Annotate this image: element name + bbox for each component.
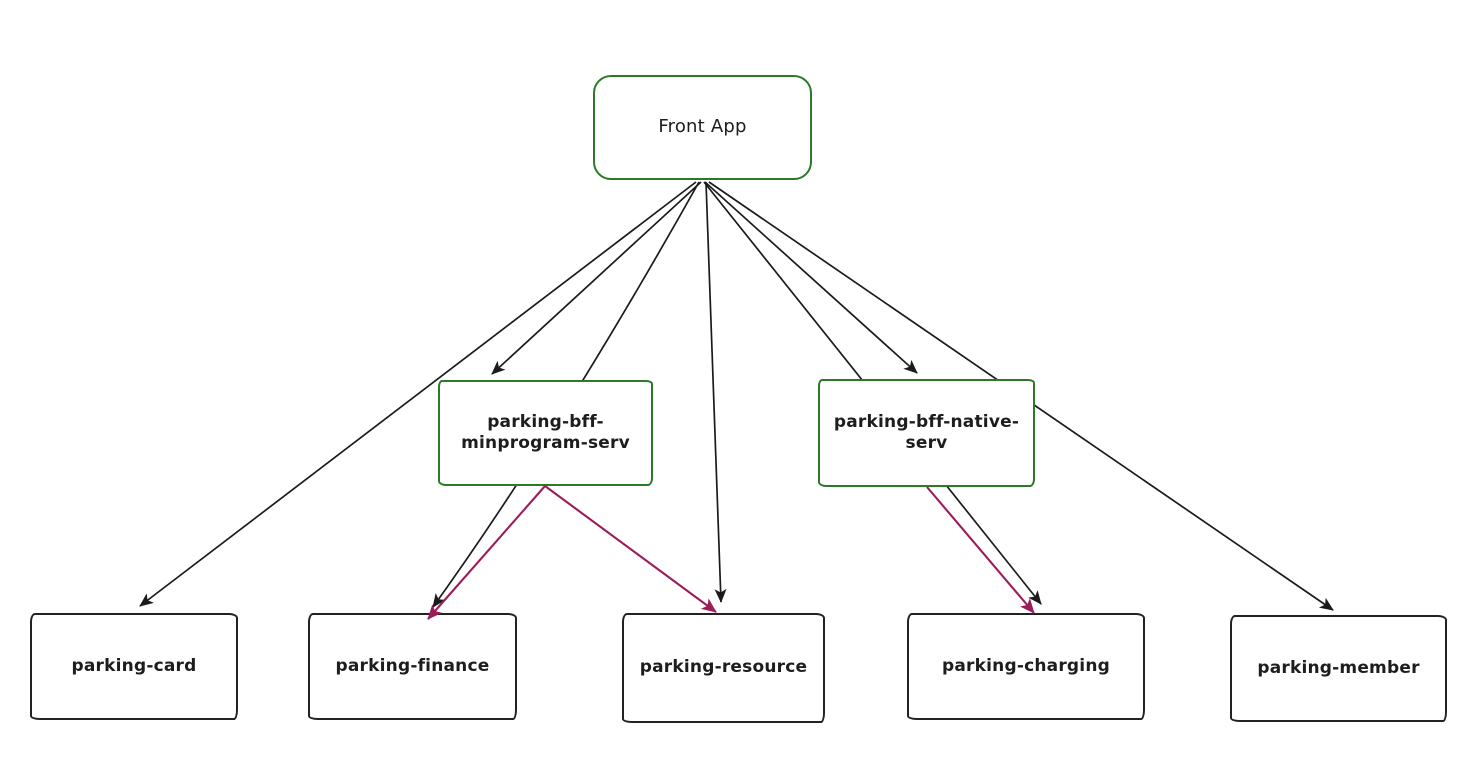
edge-front-app-to-parking-bff-minprogram-serv [491, 181, 702, 375]
node-parking-member-label: parking-member [1257, 657, 1420, 678]
node-parking-bff-native-serv-label-line2: serv [905, 433, 948, 453]
edge-front-app-to-parking-card [139, 181, 697, 607]
node-parking-card: parking-card [30, 613, 238, 720]
node-parking-finance: parking-finance [308, 613, 517, 720]
node-parking-bff-minprogram-serv-label-line2: minprogram-serv [461, 433, 630, 453]
node-parking-bff-native-serv: parking-bff-native- serv [818, 379, 1035, 487]
node-parking-charging-label: parking-charging [942, 655, 1110, 676]
node-parking-resource-label: parking-resource [639, 657, 808, 678]
node-parking-bff-minprogram-serv-label-line1: parking-bff- [487, 411, 604, 432]
edge-front-app-to-parking-resource [705, 181, 727, 603]
node-parking-member: parking-member [1230, 615, 1447, 722]
node-parking-card-label: parking-card [71, 655, 197, 676]
node-parking-resource: parking-resource [622, 613, 825, 723]
node-parking-finance-label: parking-finance [335, 655, 490, 676]
node-front-app: Front App [593, 75, 812, 180]
node-parking-bff-minprogram-serv: parking-bff- minprogram-serv [438, 380, 653, 486]
node-parking-bff-native-serv-label-line1: parking-bff-native- [833, 411, 1020, 432]
edge-front-app-to-parking-bff-native-serv [704, 181, 918, 374]
node-parking-charging: parking-charging [907, 613, 1145, 720]
node-front-app-label: Front App [658, 116, 747, 138]
